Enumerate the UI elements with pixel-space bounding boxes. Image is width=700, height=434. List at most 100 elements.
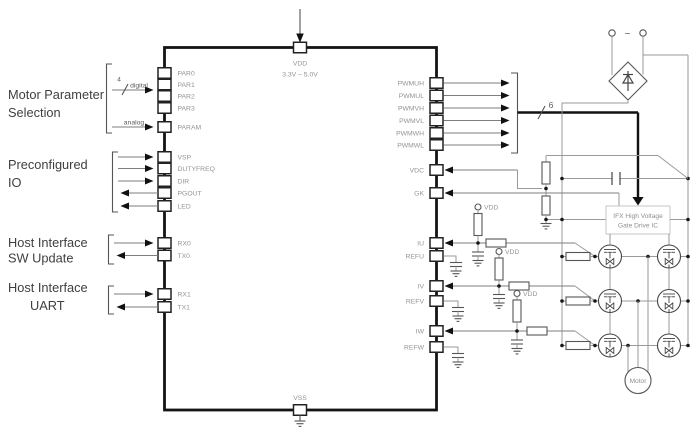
pin-pwmul: PWMUL (399, 89, 444, 102)
current-sense-v: VDD (444, 247, 596, 309)
pin-label: PWMVL (399, 118, 424, 125)
pin-label: PWMUH (398, 80, 425, 87)
pin-dir: DIR (157, 175, 189, 187)
ref-filter-u (443, 255, 463, 277)
igbt-transistor-icon (597, 333, 623, 358)
group-label: Selection (8, 105, 61, 120)
bulk-capacitor (562, 172, 688, 185)
ground-symbol (451, 315, 465, 322)
vdd-terminal-label: VDD (505, 249, 519, 256)
pin-vdc: VDC (410, 164, 444, 176)
igbt-transistor-icon (597, 288, 623, 314)
pin-label: TX1 (178, 304, 191, 311)
chip-outline (163, 46, 438, 412)
ref-filter-v (443, 300, 465, 322)
bus-width-slash (121, 83, 129, 96)
pin-iu: IU (417, 237, 444, 249)
pin-iv: IV (418, 280, 444, 292)
pin-label: PARAM (178, 124, 202, 131)
pin-par2: PAR2 (157, 90, 195, 102)
pullup-resistor (473, 212, 483, 237)
series-resistor (508, 281, 530, 291)
vdd-terminal-label: VDD (484, 205, 498, 212)
vdc-divider (444, 155, 689, 230)
pullup-resistor (494, 257, 504, 281)
igbt-transistor-icon (656, 288, 682, 314)
group-label: IO (8, 175, 22, 190)
group-label: UART (30, 298, 65, 313)
pin-label: PWMUL (399, 93, 425, 100)
vss-pin-label: VSS (293, 395, 307, 402)
pin-vdd (292, 41, 308, 54)
pin-label: PWMWL (397, 142, 424, 149)
dc-sense-diagonal (657, 155, 689, 179)
pin-dutyfreq: DUTYFREQ (157, 162, 215, 175)
pin-label: IW (416, 328, 425, 335)
ac-input: ~ (608, 29, 688, 75)
pin-label: GK (414, 190, 424, 197)
pin-label: RX0 (178, 240, 191, 247)
group-label: Motor Parameter (8, 87, 105, 102)
pin-vsp: VSP (157, 151, 192, 163)
pin-label: REFU (405, 253, 424, 260)
ground-symbol (451, 361, 465, 368)
pin-par1: PAR1 (157, 78, 195, 91)
pin-label: VSP (178, 154, 192, 161)
pin-label: PAR0 (178, 70, 195, 77)
pin-label: REFV (406, 298, 425, 305)
gate-drive-label: IFX High Voltage (613, 213, 663, 220)
pin-label: LED (178, 203, 191, 210)
ground-symbol (471, 259, 485, 267)
vdd-voltage-label: 3.3V – 5.0V (282, 72, 318, 79)
vdd-supply: VDD 3.3V – 5.0V (282, 9, 318, 79)
pin-refv: REFV (406, 295, 444, 307)
dc-bus (560, 55, 690, 346)
left-annotations: Motor Parameter Selection Preconfigured … (8, 63, 158, 315)
pin-refw: REFW (404, 341, 444, 353)
current-sense-u: VDD (444, 203, 596, 267)
ac-terminal-left (608, 29, 616, 37)
bracket-motor-parameter (105, 63, 112, 134)
vdd-pin-label: VDD (293, 61, 307, 68)
ac-terminal-right (639, 29, 647, 37)
motor-label: Motor (630, 378, 648, 385)
pin-pwmvl: PWMVL (399, 114, 444, 127)
motor: Motor (624, 366, 652, 395)
pin-label: PAR3 (178, 105, 195, 112)
series-resistor (526, 326, 548, 336)
vdd-terminal (495, 247, 503, 256)
bracket-sw-update (107, 234, 114, 265)
shunt-sense-diagonal (574, 330, 596, 346)
vdd-terminal-label: VDD (523, 291, 537, 298)
pin-vss (292, 404, 308, 416)
shunt-sense-diagonal (574, 242, 596, 257)
pin-label: PAR2 (178, 93, 195, 100)
shunt-resistor-v (565, 296, 591, 306)
pin-gk: GK (414, 187, 444, 199)
pin-label: RX1 (178, 291, 191, 298)
gate-drive-box (605, 205, 671, 235)
bus-width-label: 4 (117, 77, 121, 84)
igbt-transistor-icon (656, 244, 682, 269)
vdd-terminal (474, 203, 482, 211)
inverter-bridge (560, 234, 690, 372)
vss-ground: VSS (292, 395, 308, 427)
ground-symbol (510, 347, 524, 355)
ground-symbol (293, 420, 307, 427)
pwm-bus-width-label: 6 (549, 100, 554, 110)
pwm-bus: 6 (443, 72, 644, 206)
pin-label: IV (418, 283, 425, 290)
pin-label: DUTYFREQ (178, 166, 215, 173)
bracket-preconfigured-io (111, 151, 118, 213)
pin-pwmwh: PWMWH (396, 127, 444, 139)
gate-drive-arrow-head (632, 197, 644, 206)
pin-par0: PAR0 (157, 67, 195, 79)
shunt-resistor-u (565, 251, 591, 262)
divider-resistor-bottom (541, 195, 551, 216)
mcu-chip: VDD 3.3V – 5.0V VSS PAR0 PAR1 PAR2 PAR3 … (157, 9, 444, 427)
current-sense-w: VDD (444, 289, 596, 355)
shunt-resistor-w (565, 340, 591, 351)
bus-width-slash (537, 105, 546, 120)
pin-label: VDC (410, 167, 424, 174)
